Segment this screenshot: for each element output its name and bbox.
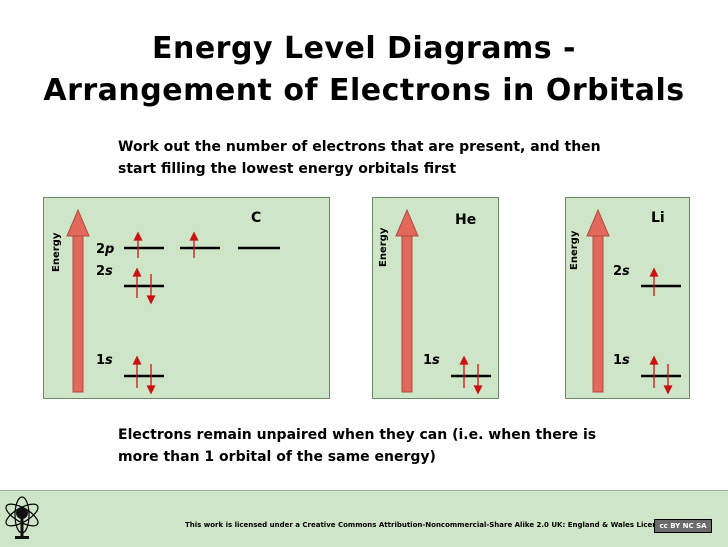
electron-up <box>189 231 199 258</box>
element-symbol-c: C <box>251 210 262 226</box>
electron-down <box>146 274 156 305</box>
electron-up <box>649 355 659 388</box>
panel-helium: Energy He 1s <box>372 197 499 399</box>
electron-up <box>133 231 143 258</box>
energy-arrow <box>586 208 610 393</box>
energy-arrow <box>395 208 419 393</box>
level-label-1s: 1s <box>613 353 630 368</box>
element-symbol-he: He <box>455 212 477 228</box>
panel-lithium: Energy Li 2s 1s <box>565 197 690 399</box>
electron-up <box>132 355 142 388</box>
level-label-2p: 2p <box>96 242 115 257</box>
cc-license-badge[interactable]: cc BY NC SA <box>654 519 712 533</box>
helium-diagram <box>395 208 491 395</box>
level-label-1s: 1s <box>96 353 113 368</box>
slide-title: Energy Level Diagrams - Arrangement of E… <box>0 28 728 112</box>
intro-line-2: start filling the lowest energy orbitals… <box>118 161 457 177</box>
electron-up <box>459 355 469 388</box>
carbon-diagram <box>66 208 280 395</box>
intro-text: Work out the number of electrons that ar… <box>118 136 638 180</box>
electron-up <box>649 267 659 296</box>
footer-bar: This work is licensed under a Creative C… <box>0 490 728 547</box>
panel-carbon: Energy C 2p 2s <box>43 197 330 399</box>
electron-down <box>663 364 673 395</box>
electron-up <box>132 267 142 298</box>
level-label-1s: 1s <box>423 353 440 368</box>
atom-microphone-logo <box>5 496 39 539</box>
lithium-diagram <box>586 208 681 395</box>
electron-down <box>146 364 156 395</box>
level-label-2s: 2s <box>613 264 630 279</box>
license-text: This work is licensed under a Creative C… <box>185 521 667 529</box>
level-label-2s: 2s <box>96 264 113 279</box>
note-text: Electrons remain unpaired when they can … <box>118 424 638 468</box>
electron-down <box>473 364 483 395</box>
element-symbol-li: Li <box>651 210 665 226</box>
title-line-1: Energy Level Diagrams - <box>151 31 576 66</box>
energy-arrow <box>66 208 90 393</box>
intro-line-1: Work out the number of electrons that ar… <box>118 139 601 155</box>
note-line-1: Electrons remain unpaired when they can … <box>118 427 597 443</box>
note-line-2: more than 1 orbital of the same energy) <box>118 449 436 465</box>
title-line-2: Arrangement of Electrons in Orbitals <box>43 73 685 108</box>
